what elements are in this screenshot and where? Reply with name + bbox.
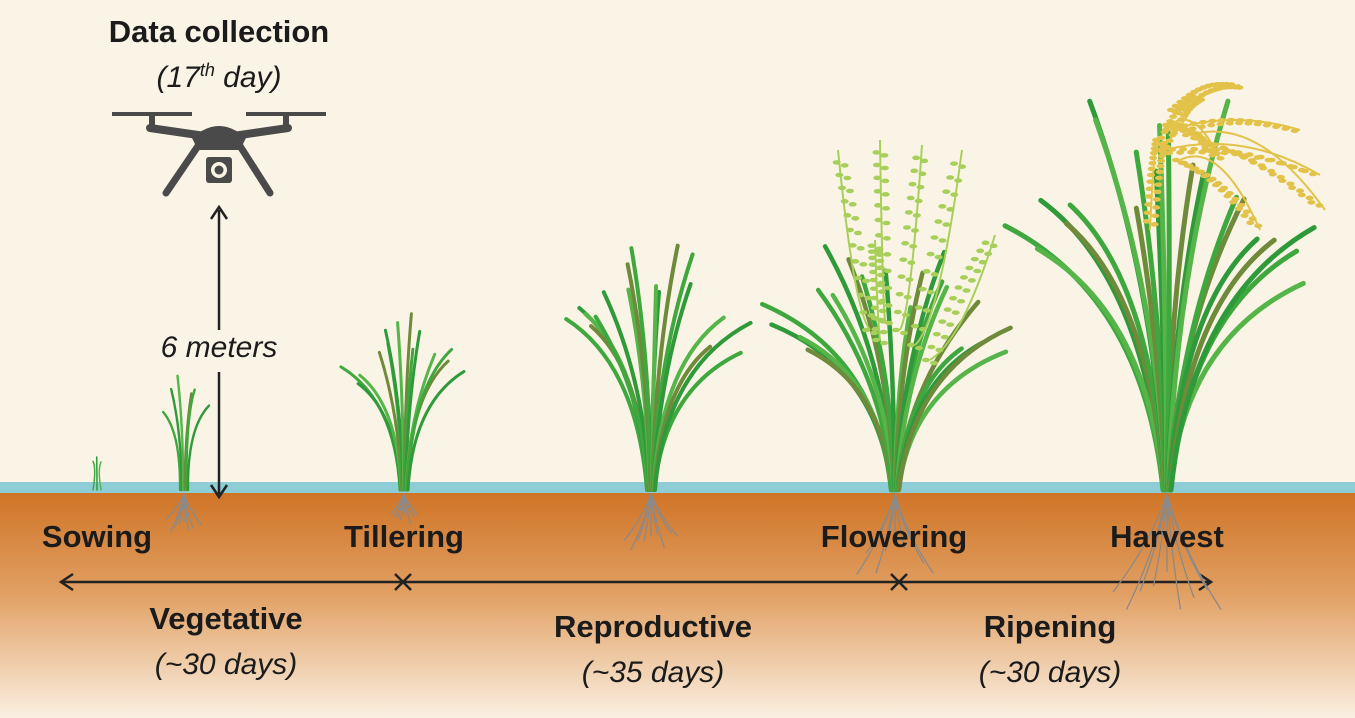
rice-plant-harvest bbox=[1002, 98, 1317, 610]
rice-plant-reproductive bbox=[564, 243, 753, 551]
rice-plant-flowering bbox=[759, 244, 1013, 575]
stage-label-harvest: Harvest bbox=[1110, 519, 1224, 554]
day-prefix: (17 bbox=[156, 61, 200, 94]
phase-duration-reproductive: (~35 days) bbox=[581, 656, 725, 689]
phase-name-ripening: Ripening bbox=[983, 609, 1117, 644]
height-arrow bbox=[209, 204, 229, 500]
height-label: 6 meters bbox=[160, 331, 278, 364]
phase-name-vegetative: Vegetative bbox=[149, 601, 303, 636]
data-collection-day: (17th day) bbox=[156, 60, 281, 95]
day-suffix: day) bbox=[214, 61, 282, 94]
rice-plant-tillering bbox=[339, 312, 466, 525]
phase-name-reproductive: Reproductive bbox=[553, 609, 753, 644]
stage-label-sowing: Sowing bbox=[41, 519, 153, 554]
timeline-marker-tillering bbox=[394, 573, 412, 591]
data-collection-title: Data collection bbox=[108, 14, 330, 49]
timeline-marker-flowering bbox=[890, 573, 908, 591]
phase-duration-vegetative: (~30 days) bbox=[154, 648, 298, 681]
day-superscript: th bbox=[199, 60, 215, 80]
stage-label-tillering: Tillering bbox=[343, 519, 465, 554]
rice-plant-sowing bbox=[92, 456, 102, 491]
drone-icon bbox=[112, 112, 326, 197]
water-layer bbox=[0, 482, 1355, 493]
phase-duration-ripening: (~30 days) bbox=[978, 656, 1122, 689]
stage-label-flowering: Flowering bbox=[820, 519, 968, 554]
flowering-panicles bbox=[832, 139, 998, 366]
rice-plant-seedling bbox=[161, 374, 211, 533]
timeline-arrow bbox=[58, 572, 1214, 592]
harvest-grains bbox=[1142, 81, 1326, 231]
